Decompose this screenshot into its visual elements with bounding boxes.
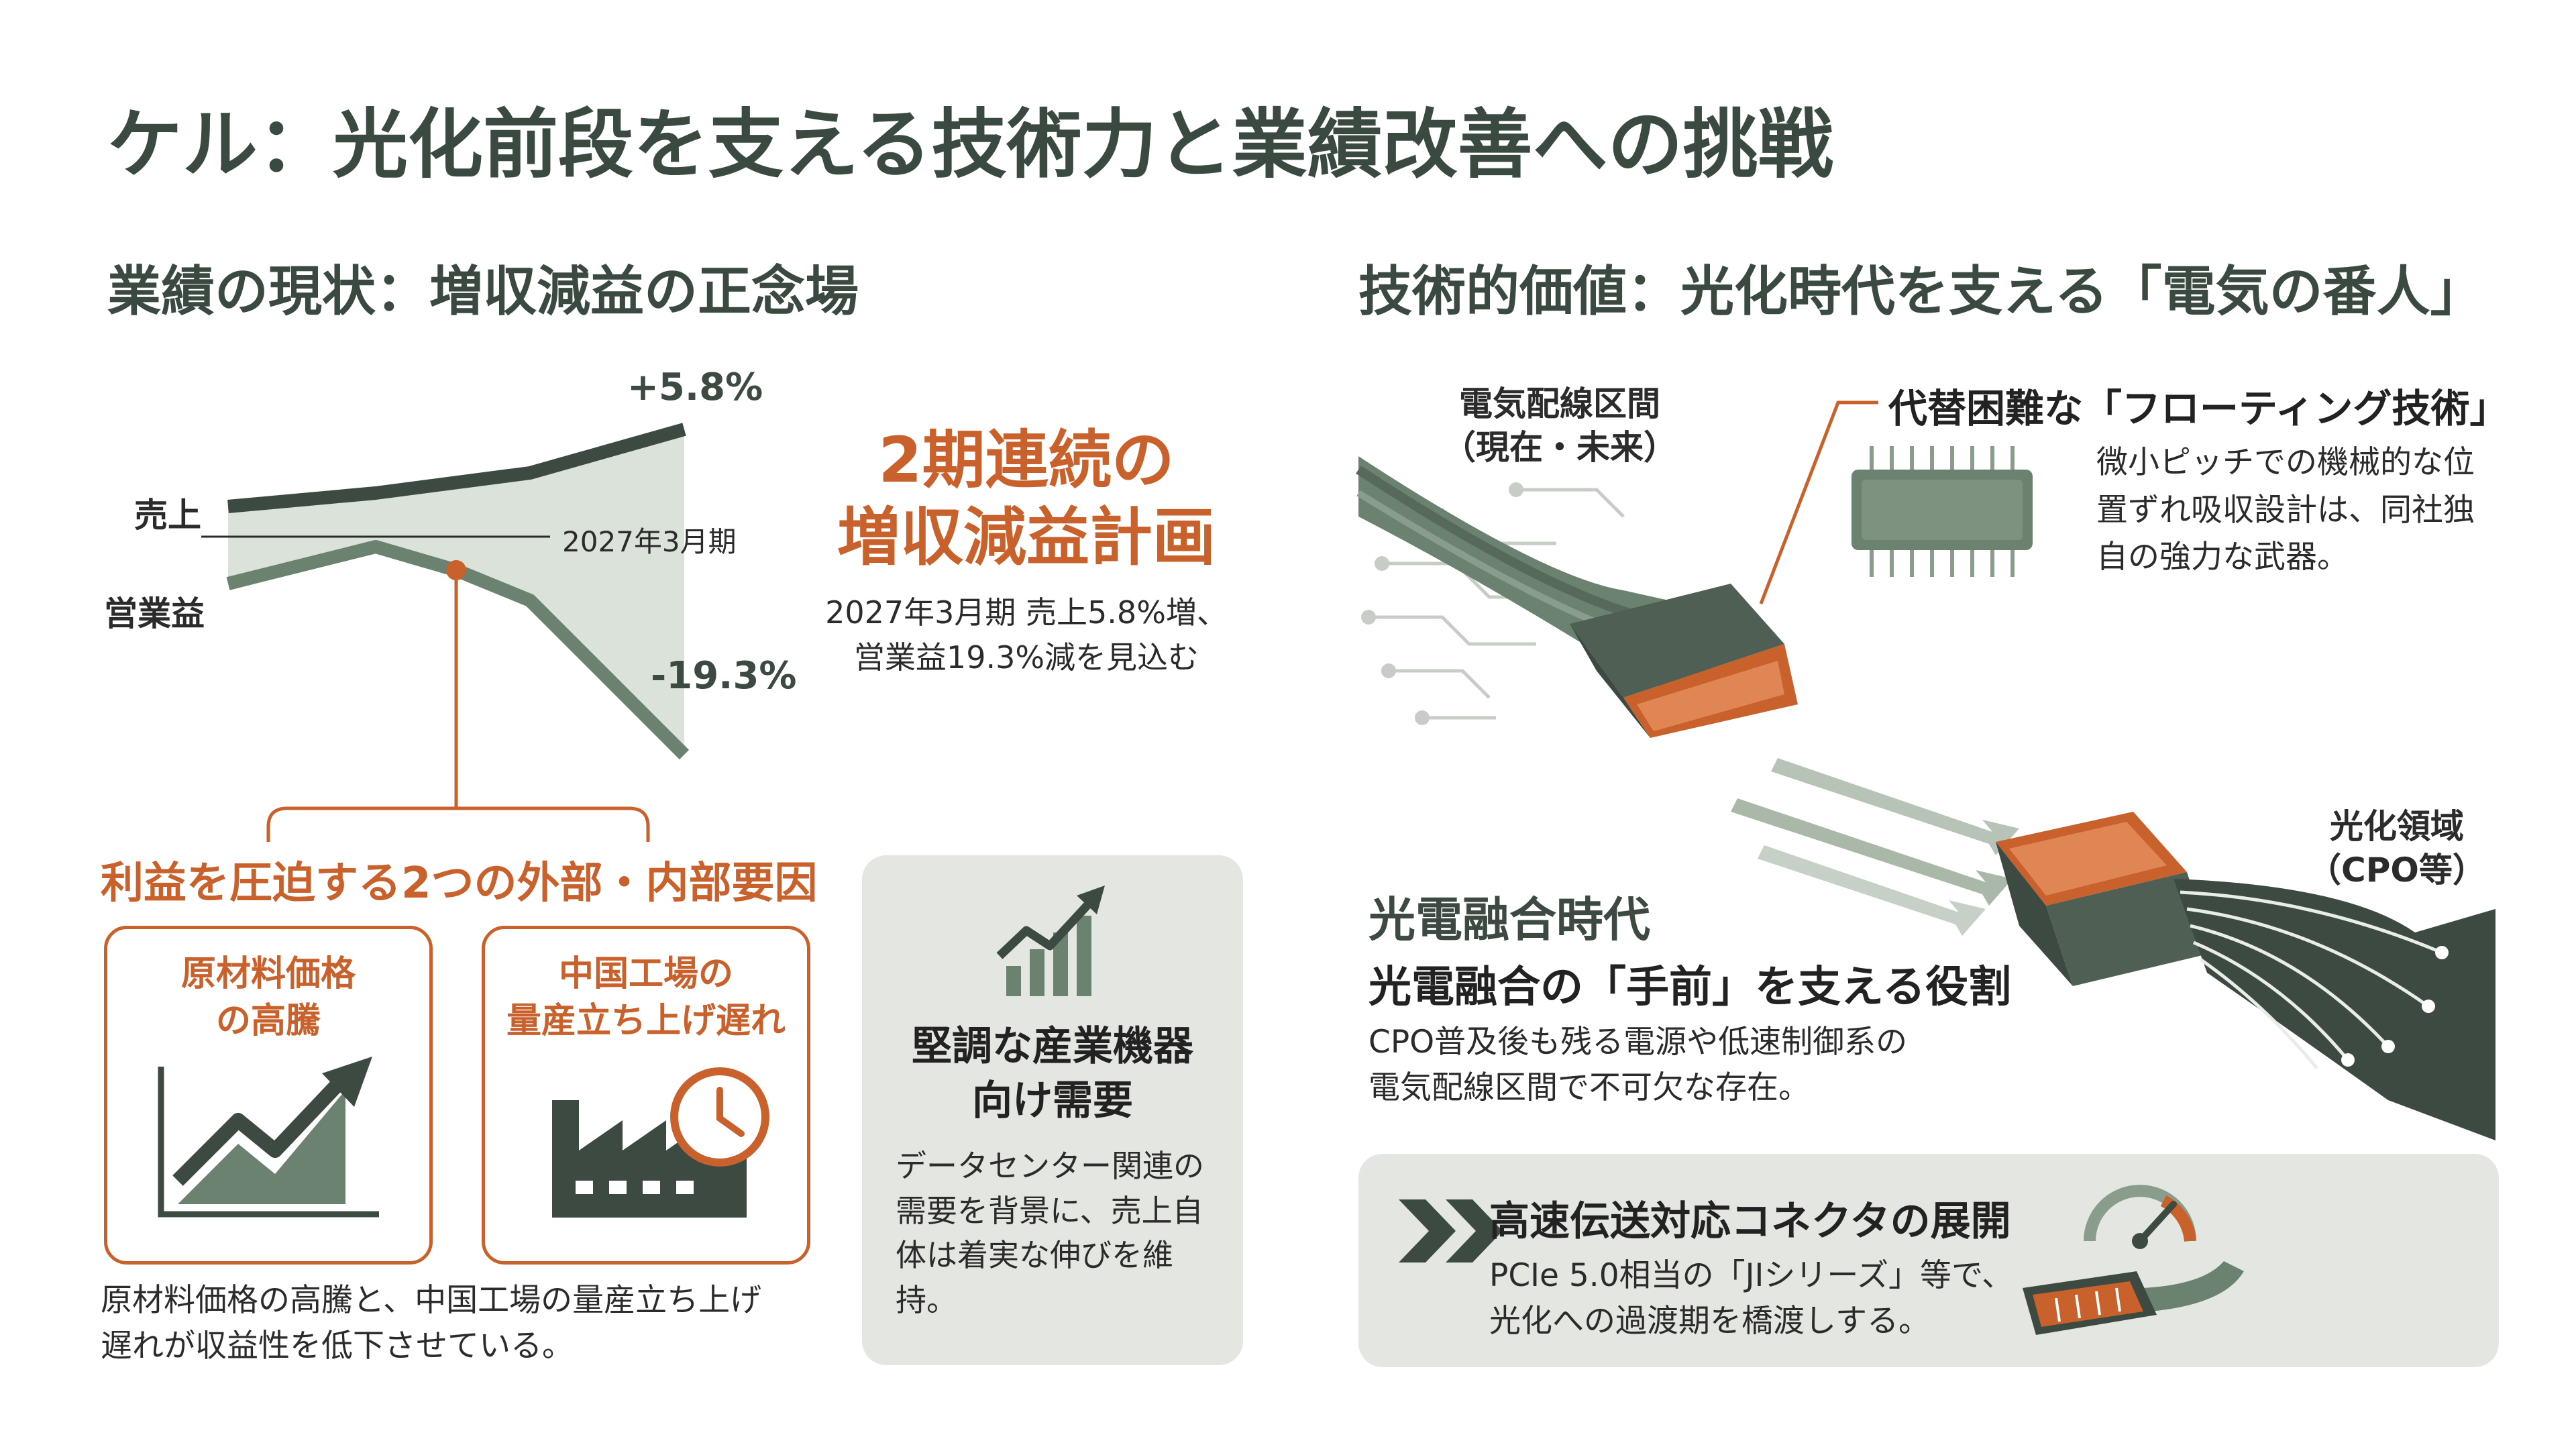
factors-note: 原材料価格の高騰と、中国工場の量産立ち上げ 遅れが収益性を低下させている。: [101, 1278, 761, 1369]
growth-chart-icon: [996, 885, 1105, 996]
chart-area: [228, 429, 684, 755]
demand-title: 堅調な産業機器 向け需要: [862, 1020, 1243, 1128]
optical-ribbon: [2174, 879, 2496, 1140]
demand-desc: データセンター関連の 需要を背景に、売上自 体は着実な伸びを維 持。: [896, 1144, 1218, 1323]
sales-change: +5.8%: [627, 366, 763, 409]
rising-arrow-chart-icon: [158, 1057, 379, 1218]
electric-section-label-line1: 電気配線区間: [1459, 384, 1660, 423]
highspeed-desc-line1: PCIe 5.0相当の「JIシリーズ」等で、: [1489, 1257, 2014, 1294]
op-profit-line: [226, 540, 690, 760]
plan-desc-line1: 2027年3月期 売上5.8%増、: [825, 594, 1228, 631]
optical-section-label: 光化領域 （CPO等）: [2308, 805, 2486, 892]
speed-arrow-3: [1758, 845, 1986, 936]
fusion-title: 光電融合時代: [1368, 892, 1650, 947]
highspeed-title: 高速伝送対応コネクタの展開: [1489, 1198, 2011, 1245]
right-heading: 技術的価値：光化時代を支える「電気の番人」: [1358, 260, 2484, 323]
speed-arrow-1: [1771, 758, 2019, 855]
op-profit-label: 営業益: [104, 594, 205, 633]
electric-section-label: 電気配線区間 （現在・未来）: [1442, 382, 1677, 470]
demand-title-line2: 向け需要: [972, 1077, 1133, 1124]
highspeed-desc: PCIe 5.0相当の「JIシリーズ」等で、 光化への過渡期を橋渡しする。: [1489, 1253, 2013, 1344]
highspeed-icons: [1399, 1185, 2244, 1335]
floating-desc-line1: 微小ピッチでの機械的な位: [2096, 444, 2475, 481]
plan-title: 2期連続の 増収減益計画: [792, 423, 1261, 576]
factor-card-factory-line1: 中国工場の: [558, 954, 733, 994]
fusion-subtitle: 光電融合の「手前」を支える役割: [1368, 963, 2012, 1012]
sales-line: [227, 423, 686, 513]
optical-section-label-line1: 光化領域: [2329, 807, 2464, 846]
connector-left: [1570, 584, 1784, 698]
highspeed-desc-line2: 光化への過渡期を橋渡しする。: [1489, 1303, 1931, 1340]
floating-title: 代替困難な「フローティング技術」: [1888, 386, 2509, 431]
op-change: -19.3%: [651, 654, 797, 698]
factors-note-line2: 遅れが収益性を低下させている。: [101, 1328, 574, 1365]
factory-clock-icon: [552, 1067, 769, 1218]
factor-card-factory-title: 中国工場の 量産立ち上げ遅れ: [485, 951, 807, 1044]
factor-card-materials-line2: の高騰: [215, 1001, 321, 1042]
factor-card-materials-line1: 原材料価格: [180, 954, 356, 994]
connector-right: [1996, 812, 2187, 906]
demand-desc-line1: データセンター関連の: [896, 1148, 1204, 1184]
plan-title-line1: 2期連続の: [878, 424, 1175, 497]
fusion-desc-line2: 電気配線区間で不可欠な存在。: [1368, 1069, 1810, 1107]
fusion-desc-line1: CPO普及後も残る電源や低速制御系の: [1368, 1024, 1908, 1061]
factor-card-materials: 原材料価格 の高騰: [104, 926, 433, 1265]
period-label: 2027年3月期: [562, 525, 737, 558]
highspeed-panel: 高速伝送対応コネクタの展開 PCIe 5.0相当の「JIシリーズ」等で、 光化へ…: [1358, 1154, 2499, 1367]
speed-arrow-2: [1731, 798, 2012, 906]
electric-section-label-line2: （現在・未来）: [1442, 428, 1677, 467]
chip-icon: [1851, 446, 2033, 577]
factor-card-factory-line2: 量産立ち上げ遅れ: [506, 1001, 786, 1042]
floating-desc: 微小ピッチでの機械的な位 置ずれ吸収設計は、同社独 自の強力な武器。: [2096, 439, 2475, 582]
plan-desc: 2027年3月期 売上5.8%増、 営業益19.3%減を見込む: [792, 590, 1261, 680]
factors-note-line1: 原材料価格の高騰と、中国工場の量産立ち上げ: [101, 1282, 762, 1319]
page-title: ケル：光化前段を支える技術力と業績改善への挑戦: [107, 101, 1833, 189]
demand-desc-line4: 持。: [896, 1282, 957, 1319]
factor-card-materials-title: 原材料価格 の高騰: [107, 951, 429, 1044]
sales-label: 売上: [134, 496, 201, 535]
demand-desc-line3: 体は着実な伸びを維: [896, 1237, 1173, 1274]
speed-gauge-icon: [2023, 1185, 2244, 1335]
plan-title-line2: 増収減益計画: [837, 500, 1216, 574]
cable-left: [1358, 456, 1744, 704]
floating-desc-line2: 置ずれ吸収設計は、同社独: [2096, 491, 2475, 529]
demand-desc-line2: 需要を背景に、売上自: [896, 1192, 1203, 1229]
left-heading: 業績の現状：増収減益の正念場: [107, 260, 859, 323]
floating-callout-line: [1759, 400, 1878, 604]
factors-heading: 利益を圧迫する2つの外部・内部要因: [101, 859, 818, 908]
callout-dot: [446, 560, 466, 580]
demand-panel: 堅調な産業機器 向け需要 データセンター関連の 需要を背景に、売上自 体は着実な…: [862, 855, 1243, 1365]
fusion-desc: CPO普及後も残る電源や低速制御系の 電気配線区間で不可欠な存在。: [1368, 1020, 1907, 1111]
floating-desc-line3: 自の強力な武器。: [2096, 539, 2349, 576]
demand-title-line1: 堅調な産業機器: [912, 1023, 1193, 1070]
chevron-double-icon: [1399, 1199, 1503, 1263]
factor-card-factory: 中国工場の 量産立ち上げ遅れ: [482, 926, 810, 1265]
plan-desc-line2: 営業益19.3%減を見込む: [853, 639, 1199, 676]
factor-bracket: [266, 806, 650, 842]
optical-section-label-line2: （CPO等）: [2308, 851, 2486, 890]
